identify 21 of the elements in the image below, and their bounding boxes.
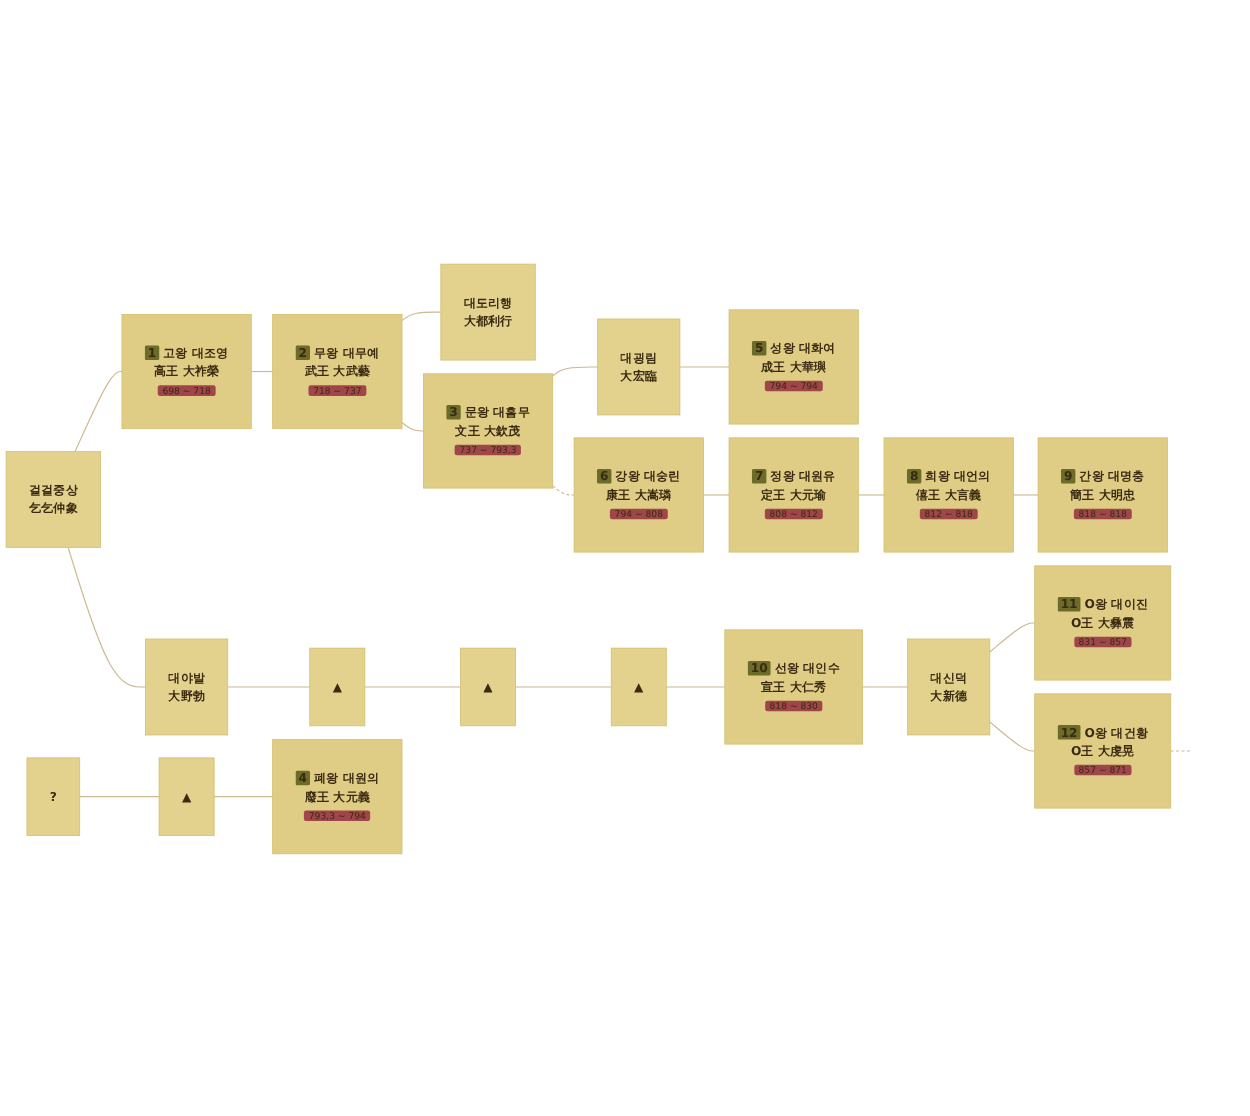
connector [515, 685, 612, 687]
connector [989, 720, 1036, 751]
connector [79, 795, 160, 797]
connector [227, 685, 311, 687]
connector [401, 310, 442, 321]
connector [1012, 493, 1039, 495]
connector [702, 493, 730, 495]
connector [679, 365, 730, 367]
connector [364, 685, 462, 687]
connector [989, 621, 1036, 652]
connector [857, 493, 885, 495]
connector [67, 546, 147, 687]
connector [552, 365, 599, 376]
connector [862, 685, 909, 687]
connector [213, 795, 274, 797]
connector [552, 484, 575, 495]
connector [1170, 749, 1193, 751]
connector [401, 421, 424, 431]
connector [250, 370, 274, 372]
connector [74, 370, 123, 452]
connector [665, 685, 726, 687]
